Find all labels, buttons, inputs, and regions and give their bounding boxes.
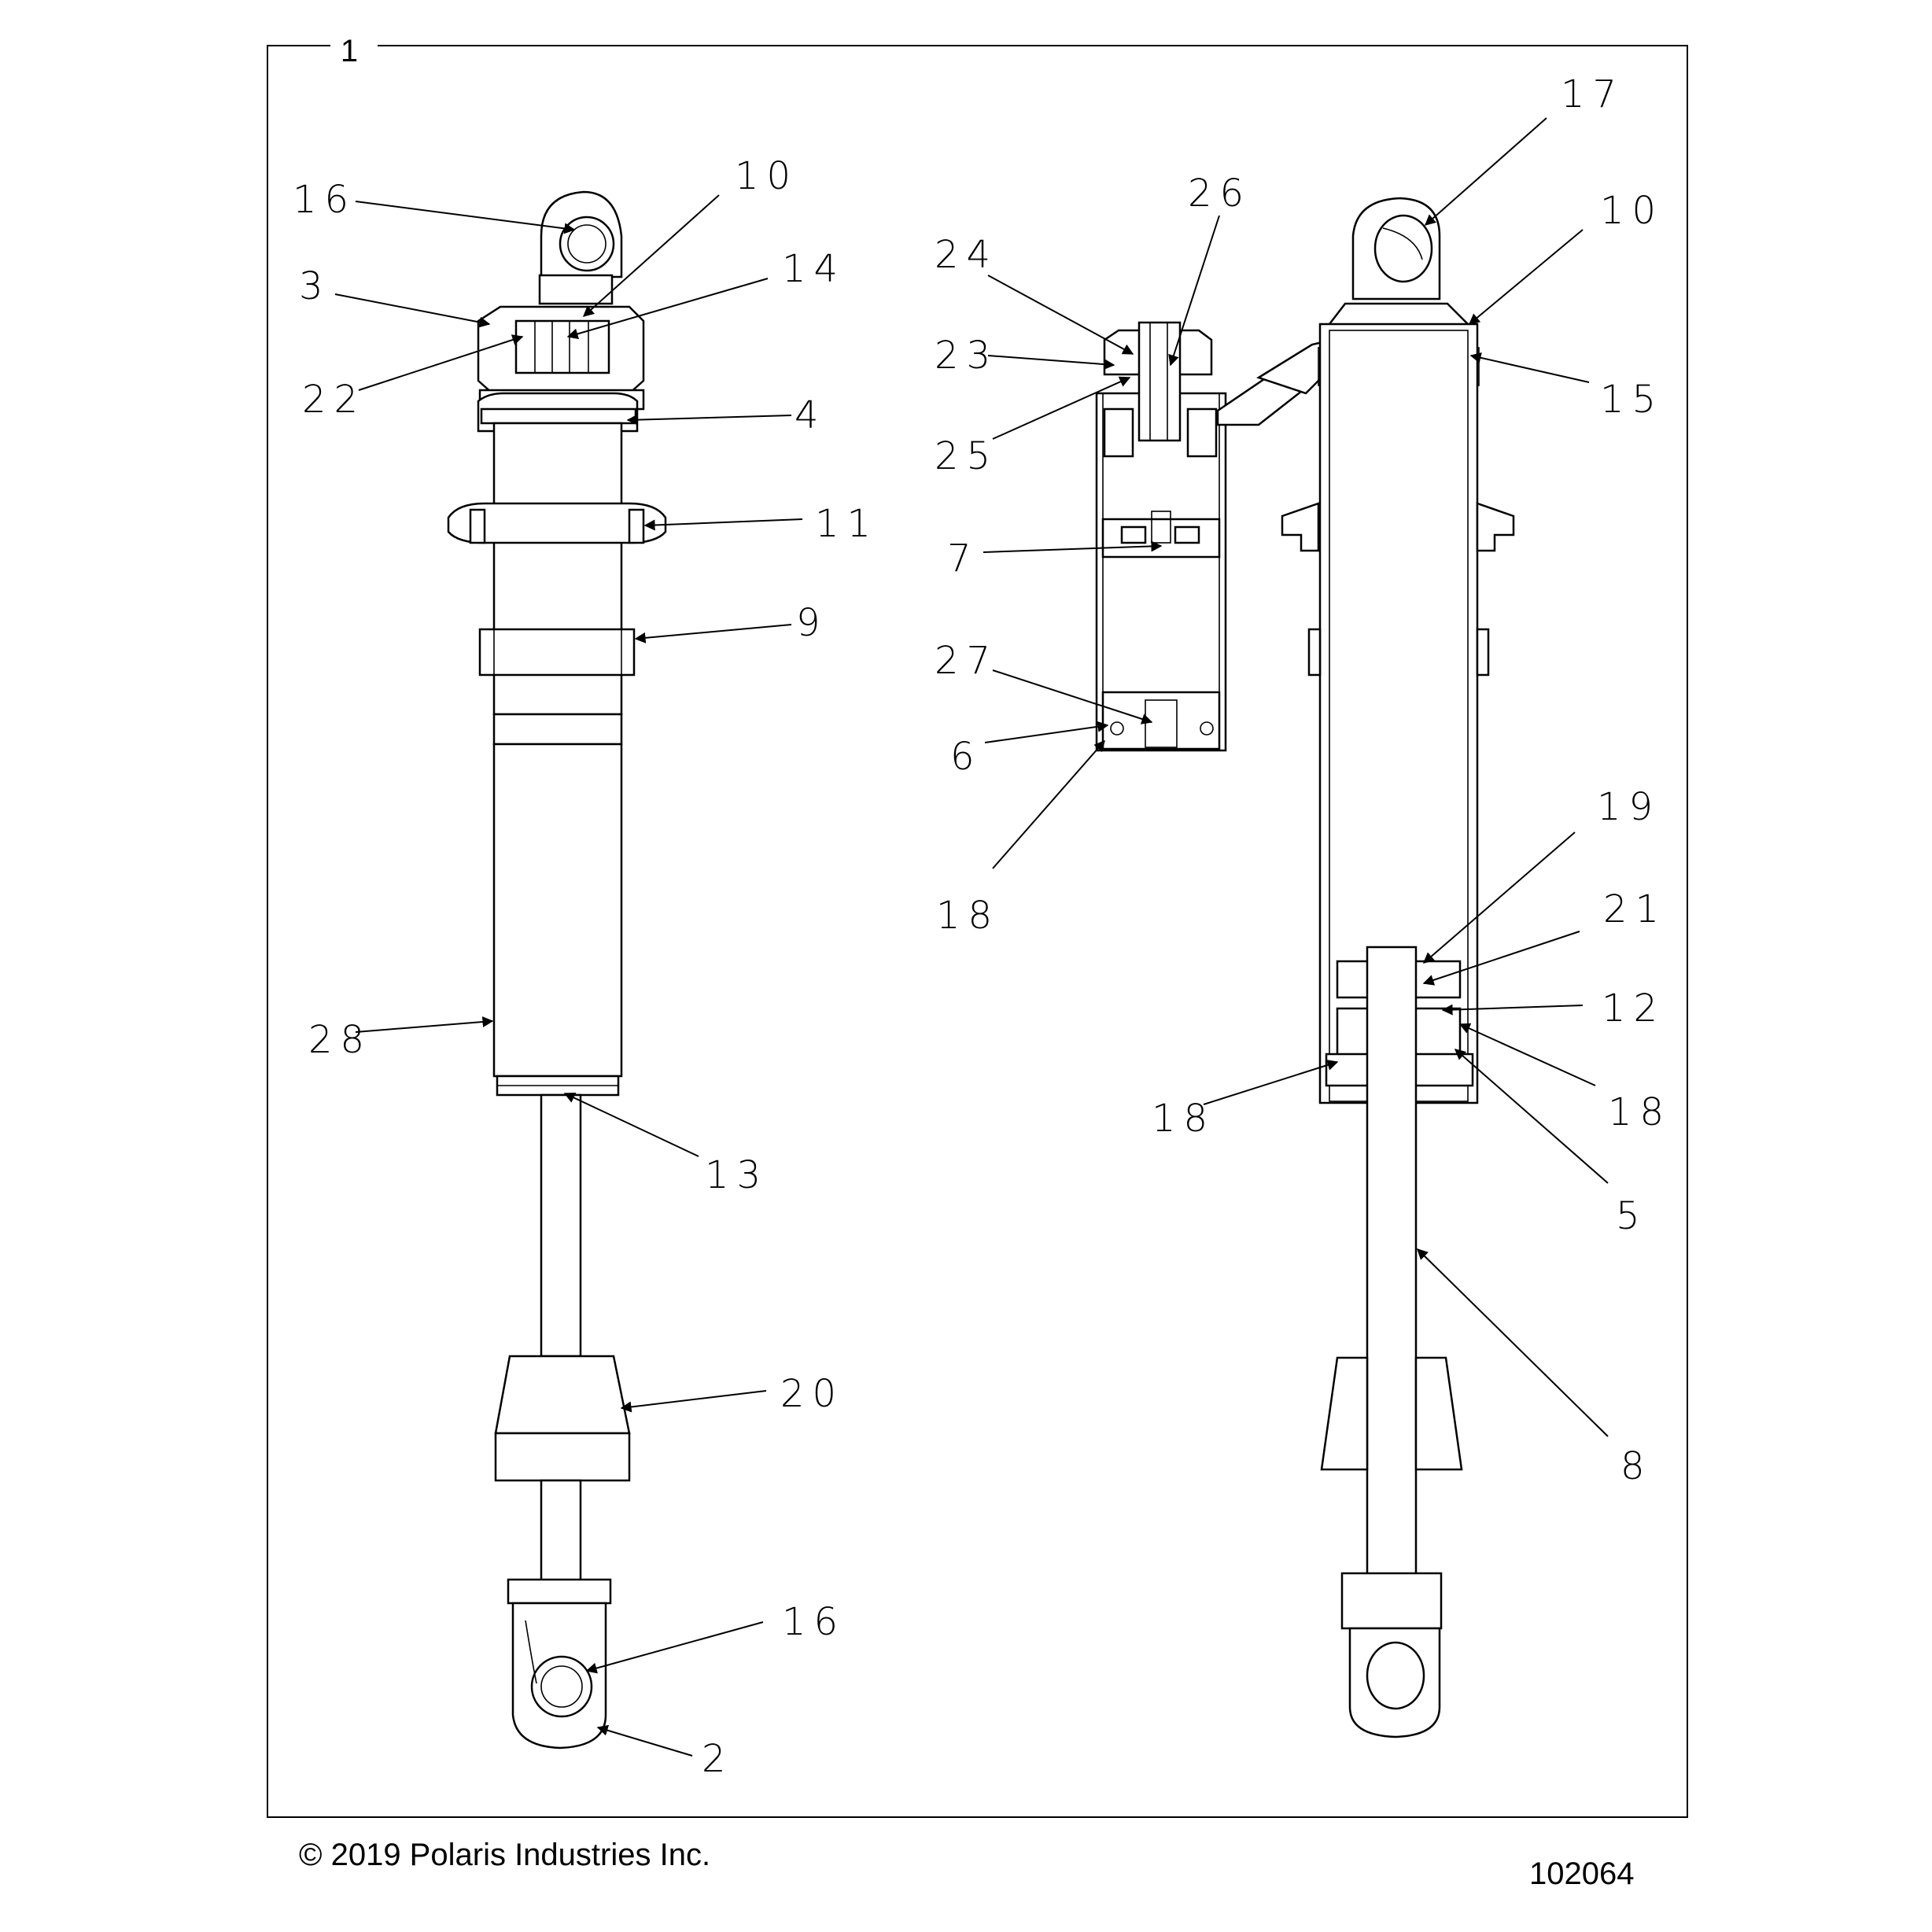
callout-6: 6 [950,735,983,779]
callout-27: 27 [935,639,998,683]
callout-18-left: 18 [1152,1097,1215,1141]
callout-10-right: 10 [1600,189,1664,233]
callout-23: 23 [935,334,998,378]
drawing-number: 102064 [1529,1856,1635,1891]
callout-18-right: 18 [1608,1090,1672,1134]
callout-3: 3 [299,264,331,308]
callout-7: 7 [947,536,979,581]
callout-26: 26 [1188,171,1252,216]
callout-28: 28 [308,1018,372,1062]
callout-17: 17 [1561,72,1624,116]
callout-16-bottom: 16 [782,1600,846,1644]
shock-external-view [447,190,667,1749]
callout-4: 4 [795,393,827,437]
callout-19: 19 [1597,785,1661,829]
copyright-text: © 2019 Polaris Industries Inc. [299,1838,711,1872]
shock-section-view [1281,197,1515,1738]
callout-22: 22 [302,378,366,422]
callout-24: 24 [935,233,998,277]
callout-8: 8 [1620,1444,1653,1488]
callout-16-top: 16 [293,178,356,222]
callout-10-left: 10 [735,154,798,198]
frame-number: 1 [341,34,358,68]
callouts: 16 10 3 14 22 4 11 9 28 13 20 16 2 17 10… [293,72,1672,1781]
diagram-frame [267,45,1688,1818]
callout-20: 20 [780,1372,844,1416]
callout-2: 2 [702,1737,734,1781]
callout-18-reservoir: 18 [936,894,1000,938]
callout-15: 15 [1600,378,1664,422]
callout-11: 11 [815,502,879,546]
callout-12: 12 [1602,986,1665,1031]
callout-21: 21 [1603,887,1667,931]
callout-25: 25 [935,434,998,478]
callout-14: 14 [782,247,846,291]
callout-13: 13 [705,1153,769,1197]
reservoir-section [1095,321,1355,752]
callout-9: 9 [796,601,828,645]
callout-5: 5 [1616,1194,1648,1238]
